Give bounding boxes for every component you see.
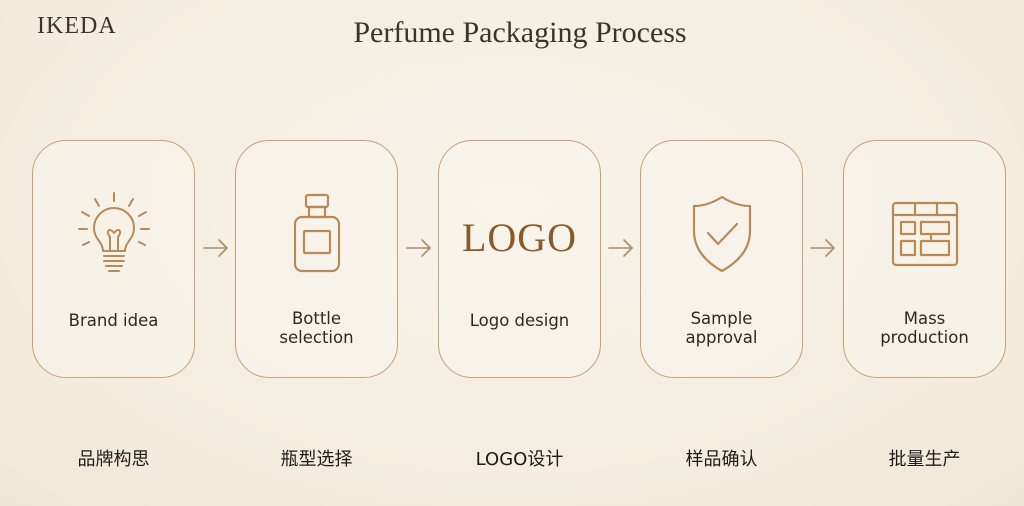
step-card-sample-approval: Sample approval bbox=[640, 140, 803, 378]
lightbulb-icon bbox=[33, 189, 194, 279]
step-label: Bottle selection bbox=[279, 309, 354, 347]
step-card-mass-production: Mass production bbox=[843, 140, 1006, 378]
step-label: Sample approval bbox=[685, 309, 758, 347]
step-card-bottle-selection: Bottle selection bbox=[235, 140, 398, 378]
arrow-right-icon bbox=[406, 239, 431, 257]
step-card-logo-design: LOGO Logo design bbox=[438, 140, 601, 378]
step-label: Mass production bbox=[880, 309, 969, 347]
arrow-right-icon bbox=[203, 239, 228, 257]
step-label: Brand idea bbox=[68, 311, 159, 330]
factory-blocks-icon bbox=[844, 189, 1005, 279]
step-cn-label: 品牌构思 bbox=[77, 449, 150, 470]
page-title: Perfume Packaging Process bbox=[353, 16, 687, 49]
arrow-right-icon bbox=[608, 239, 633, 257]
step-label: Logo design bbox=[469, 311, 570, 330]
brand-logo: IKEDA bbox=[37, 13, 117, 39]
logo-wordmark: LOGO bbox=[439, 189, 600, 279]
arrow-right-icon bbox=[810, 239, 835, 257]
perfume-bottle-icon bbox=[236, 189, 397, 279]
step-cn-label: 瓶型选择 bbox=[280, 449, 353, 470]
step-cn-label: 批量生产 bbox=[888, 449, 961, 470]
step-card-brand-idea: Brand idea bbox=[32, 140, 195, 378]
step-cn-label: 样品确认 bbox=[685, 449, 758, 470]
logo-text: LOGO bbox=[461, 214, 578, 260]
step-cn-label: LOGO设计 bbox=[475, 449, 564, 470]
shield-check-icon bbox=[641, 189, 802, 279]
